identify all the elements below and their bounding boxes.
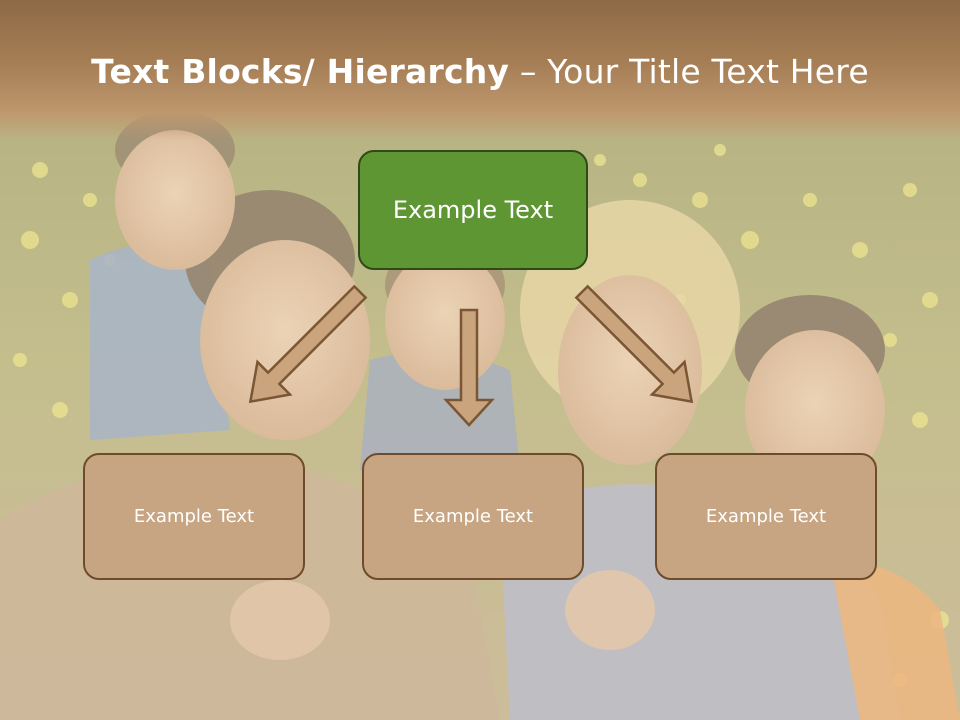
child-box-left[interactable]: Example Text <box>83 453 305 580</box>
top-level-box[interactable]: Example Text <box>358 150 588 270</box>
title-band <box>0 0 960 140</box>
child-label-left: Example Text <box>133 506 255 527</box>
arrow-right <box>574 284 694 404</box>
top-level-label: Example Text <box>392 196 554 224</box>
slide-title: Text Blocks/ Hierarchy – Your Title Text… <box>0 52 960 91</box>
arrow-left <box>248 284 368 404</box>
slide-title-bold: Text Blocks/ Hierarchy <box>91 52 510 91</box>
child-label-middle: Example Text <box>412 506 534 527</box>
child-box-middle[interactable]: Example Text <box>362 453 584 580</box>
child-box-right[interactable]: Example Text <box>655 453 877 580</box>
child-label-right: Example Text <box>705 506 827 527</box>
arrow-middle <box>443 308 495 427</box>
slide-title-rest: – Your Title Text Here <box>509 52 869 91</box>
